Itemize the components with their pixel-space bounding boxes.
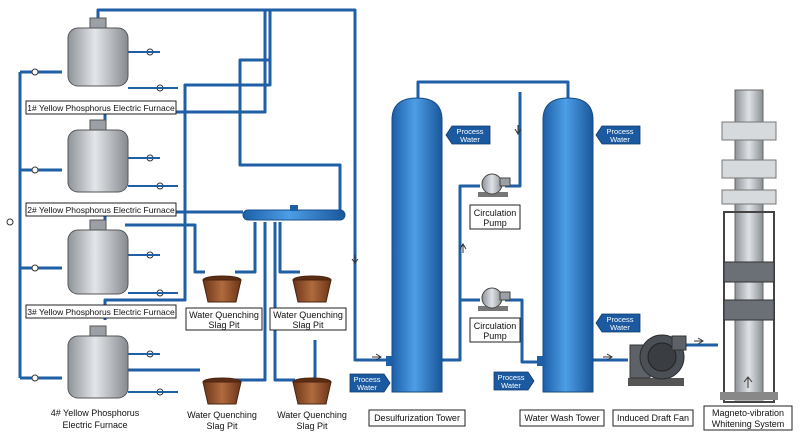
circulation-pump-lower: [478, 287, 511, 311]
process-water-desulf-l1: Process: [456, 127, 483, 136]
magneto-vibration-chimney: [720, 89, 778, 403]
magneto-label-l2: Whitening System: [712, 419, 785, 429]
magneto-label-box: [703, 405, 793, 431]
pump-upper-label-l2: Pump: [483, 218, 507, 228]
process-water-tags: [349, 125, 641, 393]
process-water-wash-inlet-l1: Process: [497, 373, 524, 382]
circulation-pump-upper: [478, 173, 511, 197]
slag-pit-4: [292, 377, 332, 405]
induced-draft-fan: [628, 334, 687, 386]
pump-lower-label-l2: Pump: [483, 331, 507, 341]
process-water-wash-inlet-l2: Water: [501, 381, 521, 390]
pump-lower-label-l1: Circulation: [474, 321, 517, 331]
pump-label-boxes: [469, 204, 521, 343]
desulfurization-tower-label: Desulfurization Tower: [374, 413, 460, 423]
process-water-desulf-inlet-l1: Process: [353, 375, 380, 384]
slag-pits: [202, 275, 332, 405]
slag-pit-2-label-l2: Slag Pit: [292, 320, 324, 330]
slag-pit-1-label-l1: Water Quenching: [189, 310, 259, 320]
magneto-label-l1: Magneto-vibration: [712, 408, 784, 418]
furnace-4: [67, 325, 129, 399]
furnace-2: [67, 119, 129, 193]
furnace-side-pipes: [128, 51, 178, 393]
furnace-1: [67, 17, 129, 87]
water-wash-tower: [537, 97, 594, 393]
process-water-desulf-inlet-l2: Water: [357, 383, 377, 392]
desulfurization-tower: [386, 97, 443, 393]
slag-pit-label-boxes: [185, 307, 347, 331]
slag-pit-1-label-l2: Slag Pit: [208, 320, 240, 330]
furnace-3-label: 3# Yellow Phosphorus Electric Furnace: [27, 307, 175, 317]
slag-pit-3: [202, 377, 242, 405]
collection-manifold: [242, 205, 346, 221]
slag-pit-2: [292, 275, 332, 303]
process-water-wash-mid-l2: Water: [610, 323, 630, 332]
pump-upper-label-l1: Circulation: [474, 208, 517, 218]
process-water-wash-top-l2: Water: [610, 135, 630, 144]
slag-pit-3-label-l2: Slag Pit: [206, 421, 238, 431]
furnace-4-label-line1: 4# Yellow Phosphorus: [51, 408, 140, 418]
induced-draft-fan-label: Induced Draft Fan: [617, 413, 689, 423]
slag-pit-4-label-l1: Water Quenching: [277, 410, 347, 420]
process-water-wash-mid-l1: Process: [606, 315, 633, 324]
tower-label-boxes: [368, 409, 694, 427]
furnace-3: [67, 219, 129, 295]
furnace-4-label-line2: Electric Furnace: [62, 420, 127, 430]
slag-pit-2-label-l1: Water Quenching: [273, 310, 343, 320]
furnace-1-label: 1# Yellow Phosphorus Electric Furnace: [27, 103, 175, 113]
slag-pit-1: [202, 275, 242, 303]
water-wash-tower-label: Water Wash Tower: [524, 413, 599, 423]
process-water-wash-top-l1: Process: [606, 127, 633, 136]
flow-arrows: [351, 125, 753, 388]
furnace-2-label: 2# Yellow Phosphorus Electric Furnace: [27, 205, 175, 215]
process-water-desulf-l2: Water: [460, 135, 480, 144]
furnace-label-boxes: [25, 100, 177, 319]
slag-pit-4-label-l2: Slag Pit: [296, 421, 328, 431]
slag-pit-3-label-l1: Water Quenching: [187, 410, 257, 420]
